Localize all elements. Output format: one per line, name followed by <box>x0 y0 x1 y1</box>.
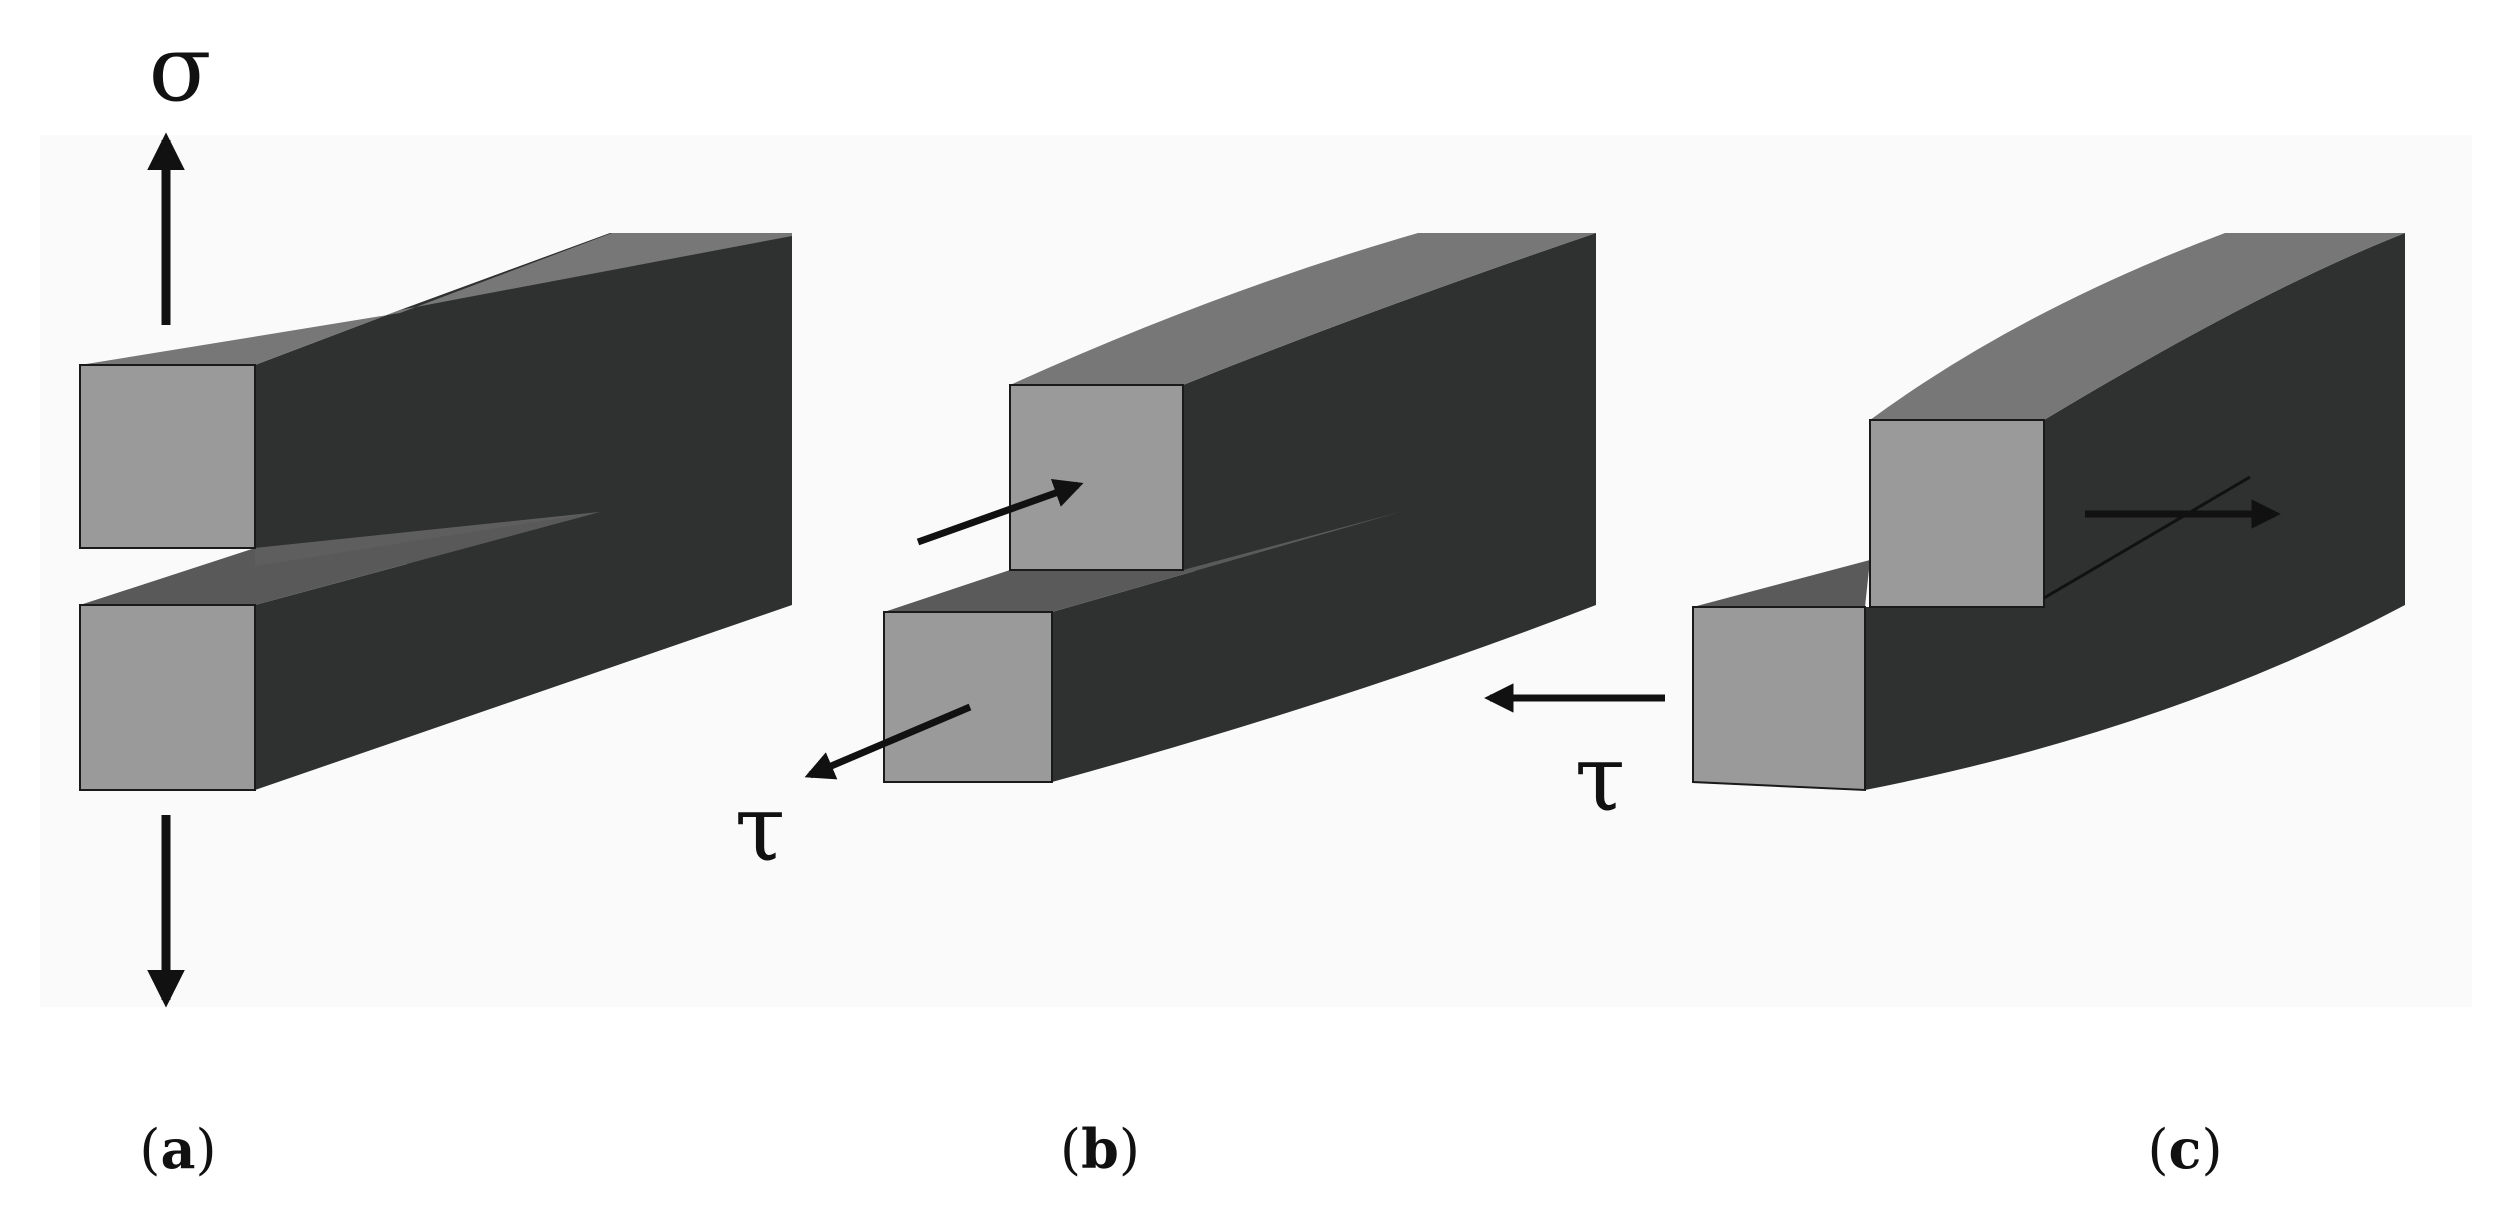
mode-a-opening: σ <box>79 15 792 1008</box>
tau-in-arrow <box>916 479 1084 546</box>
lower-arm-front-face <box>79 604 256 791</box>
lower-arm-top-face <box>80 512 600 605</box>
lower-arm-top-face <box>1693 560 1870 607</box>
lower-arm-top-face <box>884 512 1400 612</box>
crack-front-line <box>2043 475 2251 600</box>
mode-b-sliding: τ <box>735 233 1596 882</box>
tau-out-arrow <box>804 703 972 780</box>
upper-arm-front-face <box>1009 384 1184 571</box>
sigma-symbol: σ <box>149 15 212 122</box>
upper-arm-front-face <box>79 364 256 549</box>
mode-c-tearing: τ <box>1484 233 2405 832</box>
upper-arm-top-face <box>1010 233 1596 385</box>
lower-arm-side-face <box>1052 512 1596 782</box>
lower-arm-front-face <box>883 611 1053 783</box>
lower-arm-front-face <box>1692 606 1866 792</box>
upper-arm-top-face-fill <box>80 233 792 365</box>
lower-arm-side-face <box>255 512 792 790</box>
tau-symbol: τ <box>735 775 786 882</box>
upper-arm-side-face <box>255 233 792 605</box>
caption-a: (a) <box>139 1117 216 1181</box>
tau-symbol: τ <box>1575 725 1626 832</box>
upper-arm-side-face <box>1183 233 1596 605</box>
caption-b: (b) <box>1060 1117 1140 1181</box>
upper-arm-top-face <box>1870 233 2405 420</box>
upper-arm-front-face <box>1869 419 2045 608</box>
crack-flank <box>255 512 600 566</box>
caption-c: (c) <box>2147 1117 2222 1181</box>
